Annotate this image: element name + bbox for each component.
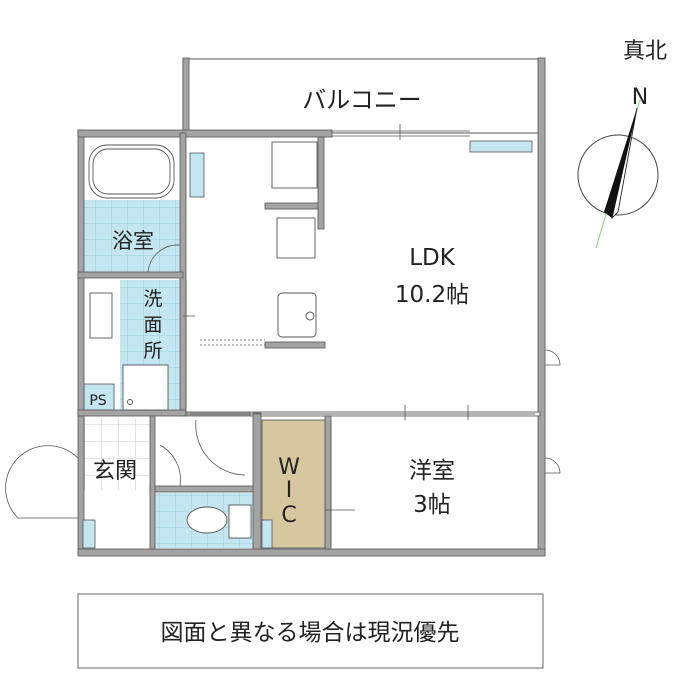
stove [276,217,316,259]
ldk-size: 10.2帖 [395,282,469,308]
ldk-label: LDK [409,245,456,271]
washroom-label-3: 所 [143,340,162,362]
wic-label-c: C [281,503,296,528]
ps-label: PS [89,393,106,409]
fixtures [88,141,318,539]
wic-label-w: W [278,455,300,480]
toilet [186,506,228,534]
western-room-size: 3帖 [413,492,451,518]
entrance-label: 玄関 [93,459,137,484]
wic-floor [261,419,326,549]
balcony-label: バルコニー [302,86,422,114]
caption-text: 図面と異なる場合は現況優先 [161,620,460,646]
entrance-floor [84,418,150,490]
sink [277,292,317,338]
caption-box [77,593,544,669]
compass-label: 真北 [623,39,667,64]
compass: 真北 N [577,39,667,249]
washroom-label-2: 面 [143,314,162,336]
wic-label-i: I [286,478,293,503]
fridge [271,141,318,189]
bathroom-label: 浴室 [112,229,154,253]
compass-direction: N [632,85,648,110]
balcony [182,57,544,137]
bath-floor [84,200,180,272]
washroom-label-1: 洗 [143,288,162,310]
north-needle-icon [604,108,637,218]
ps-floor [83,383,115,411]
door-swings [5,244,561,519]
western-room-label: 洋室 [409,458,455,484]
door-lines [183,124,535,545]
washing-machine-space [89,292,113,339]
